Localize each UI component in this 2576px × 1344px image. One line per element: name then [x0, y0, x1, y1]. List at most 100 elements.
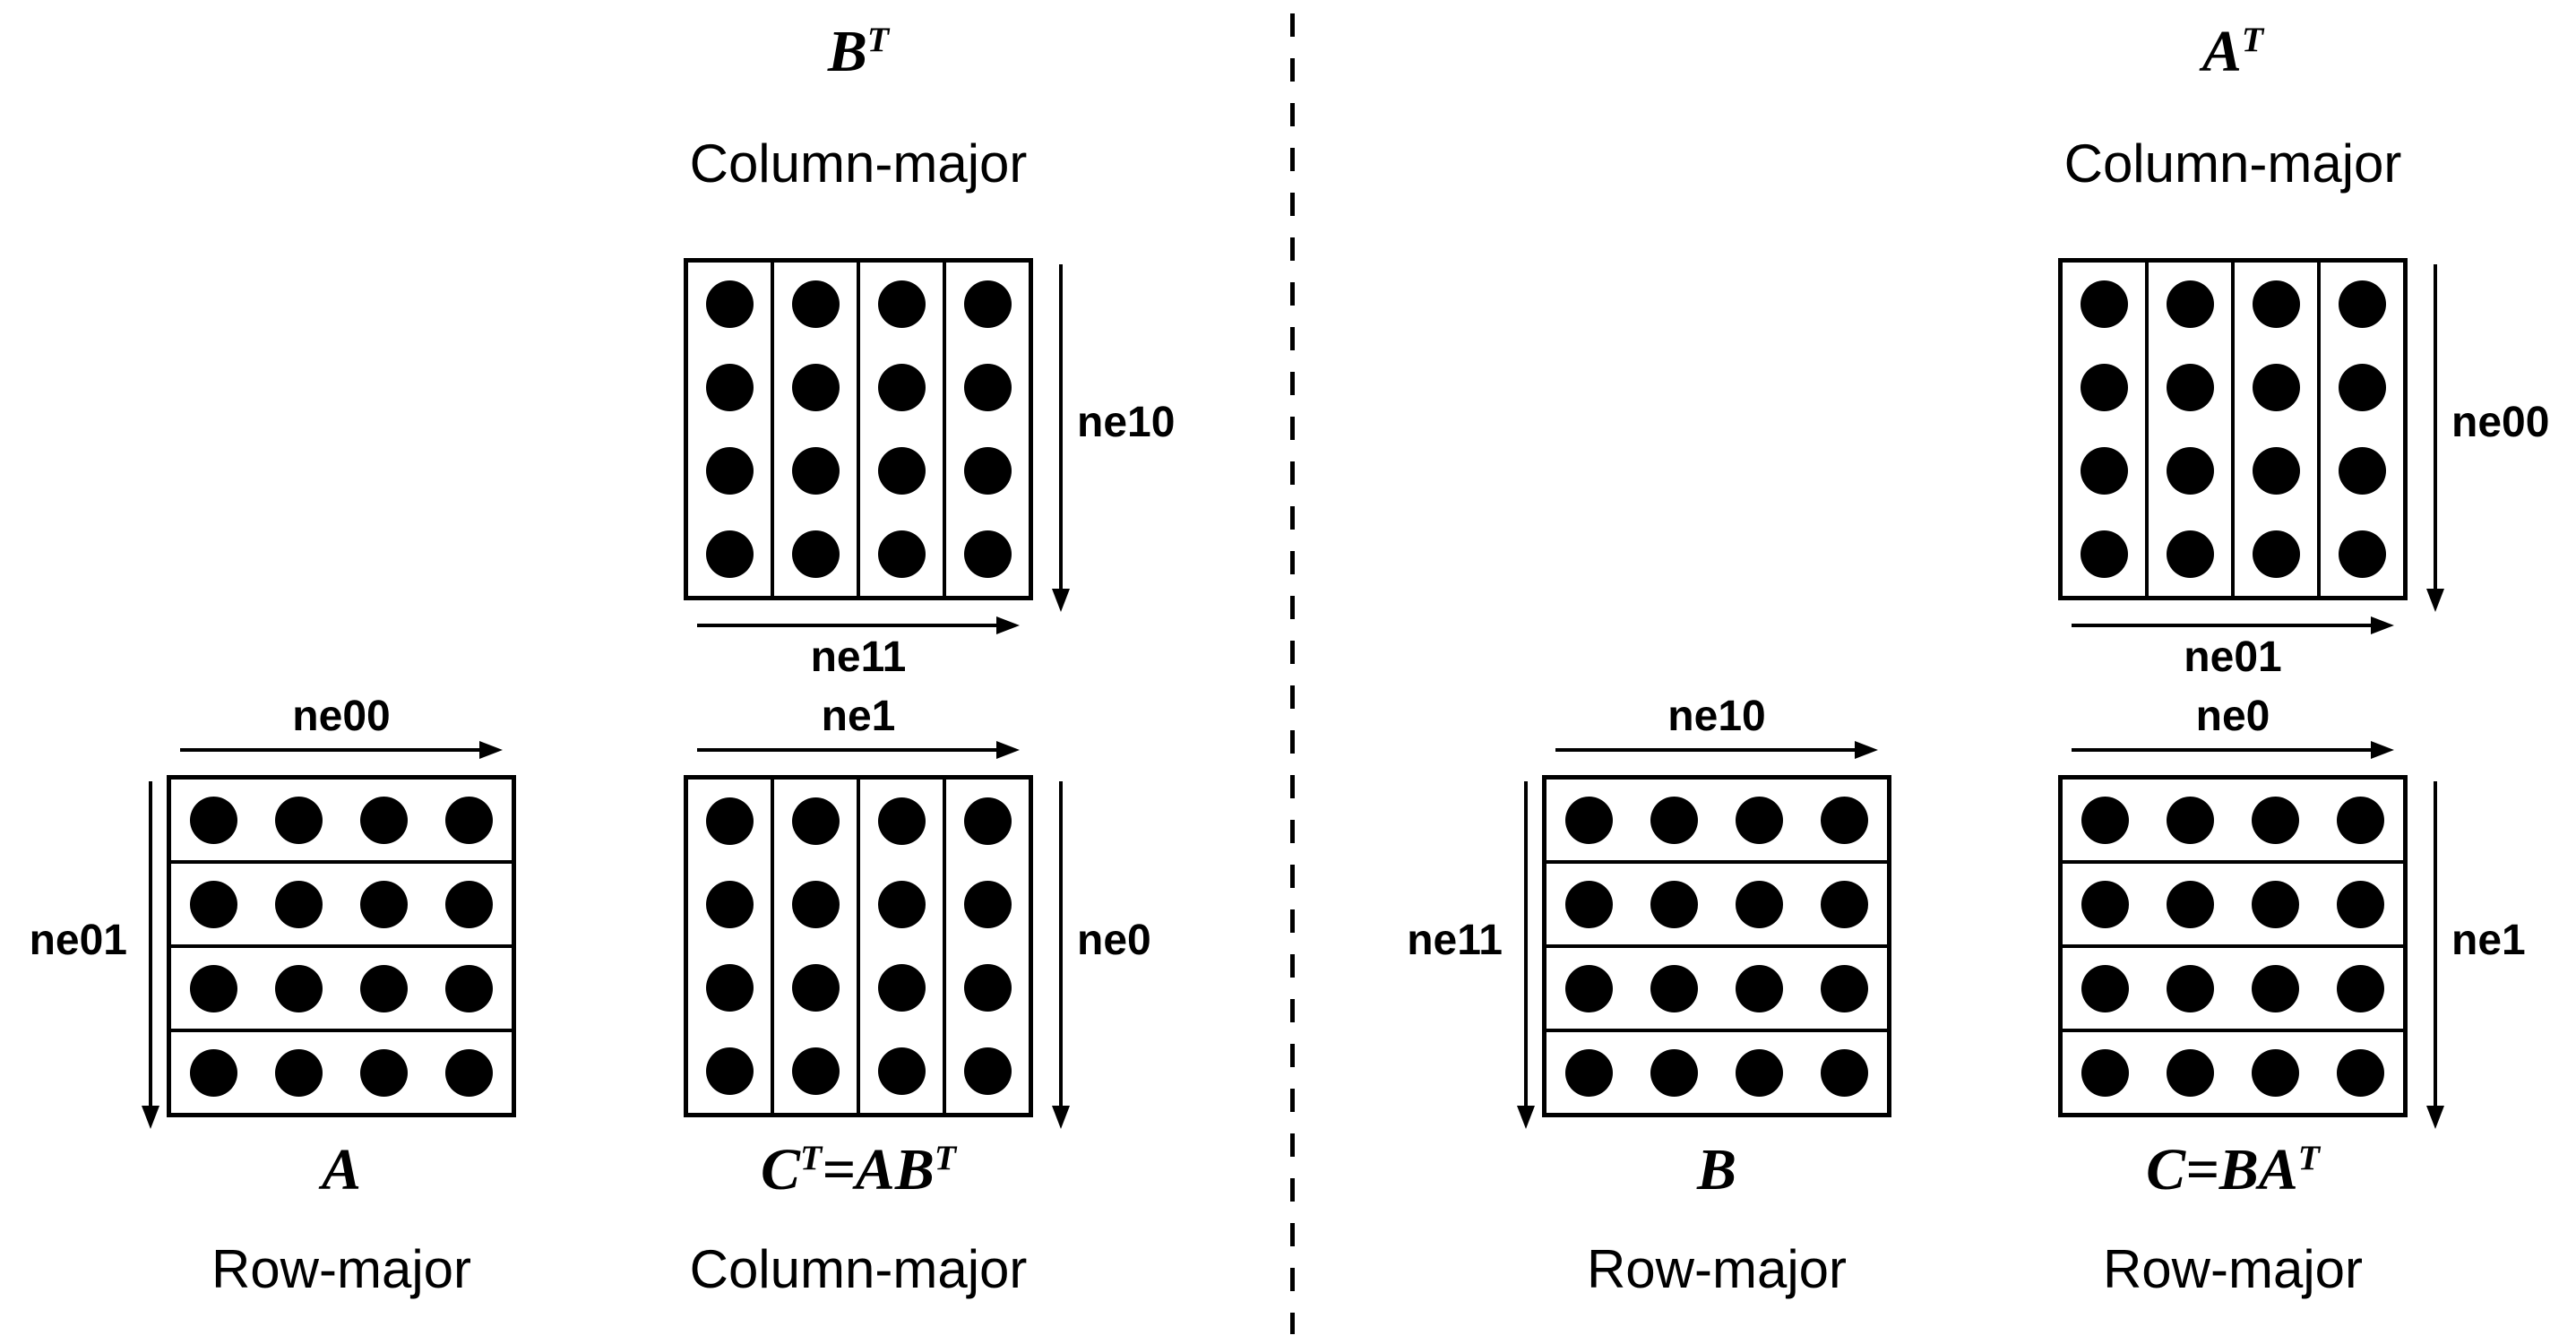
- matrix-element-dot: [2252, 796, 2299, 844]
- matrix-column: [774, 780, 860, 1113]
- matrix-a-title: A: [167, 1137, 516, 1203]
- matrix-element-dot: [2252, 280, 2300, 328]
- matrix-bt: [684, 258, 1033, 600]
- matrix-column: [2149, 263, 2235, 596]
- matrix-element-dot: [2166, 447, 2214, 495]
- matrix-element-dot: [2080, 280, 2128, 328]
- matrix-a-layout-label: Row-major: [211, 1239, 472, 1299]
- matrix-element-dot: [1736, 1048, 1783, 1097]
- right-arrow-icon: [180, 741, 503, 759]
- center-divider: [1290, 13, 1295, 1334]
- axis-label-a-top: ne00: [292, 693, 391, 740]
- matrix-row: [1546, 864, 1887, 948]
- matrix-element-dot: [360, 880, 408, 928]
- matrix-column: [860, 263, 946, 596]
- matrix-element-dot: [877, 881, 926, 928]
- matrix-column: [688, 780, 774, 1113]
- matrix-element-dot: [877, 447, 926, 495]
- matrix-row: [2063, 864, 2403, 948]
- matrix-row: [2063, 780, 2403, 864]
- axis-label-at-right: ne00: [2451, 399, 2550, 446]
- matrix-element-dot: [445, 796, 493, 844]
- matrix-element-dot: [2338, 447, 2386, 495]
- matrix-element-dot: [963, 280, 1012, 328]
- axis-label-b-left: ne11: [1407, 917, 1503, 964]
- matrix-column: [860, 780, 946, 1113]
- matrix-b: [1542, 775, 1891, 1117]
- matrix-element-dot: [705, 280, 754, 328]
- matrix-element-dot: [877, 964, 926, 1012]
- matrix-element-dot: [2166, 530, 2214, 578]
- matrix-element-dot: [2252, 964, 2299, 1012]
- matrix-element-dot: [2337, 964, 2384, 1012]
- matrix-element-dot: [963, 881, 1012, 928]
- down-arrow-icon: [1052, 781, 1070, 1129]
- matrix-column: [2321, 263, 2403, 596]
- matrix-bt-title-main: B: [827, 19, 867, 84]
- axis-label-b-top: ne10: [1667, 693, 1766, 740]
- matrix-element-dot: [963, 364, 1012, 411]
- matrix-b-layout-label: Row-major: [1586, 1239, 1848, 1299]
- matrix-c-title: C=BAT: [2013, 1137, 2452, 1203]
- matrix-column: [774, 263, 860, 596]
- matrix-element-dot: [705, 797, 754, 845]
- matrix-row: [171, 1032, 512, 1113]
- matrix-element-dot: [2081, 964, 2129, 1012]
- matrix-element-dot: [275, 1048, 323, 1097]
- matrix-at-title: AT: [2058, 19, 2408, 85]
- matrix-element-dot: [2252, 364, 2300, 411]
- right-arrow-icon: [1555, 741, 1878, 759]
- matrix-element-dot: [963, 964, 1012, 1012]
- matrix-element-dot: [190, 880, 237, 928]
- matrix-element-dot: [2166, 280, 2214, 328]
- matrix-bt-layout-label: Column-major: [689, 134, 1028, 194]
- matrix-element-dot: [791, 447, 840, 495]
- matrix-element-dot: [2167, 796, 2214, 844]
- matrix-element-dot: [2252, 1048, 2299, 1097]
- matrix-element-dot: [877, 280, 926, 328]
- matrix-element-dot: [2167, 880, 2214, 928]
- matrix-b-title: B: [1542, 1137, 1891, 1203]
- matrix-ct: [684, 775, 1033, 1117]
- matrix-element-dot: [1736, 964, 1783, 1012]
- matrix-row: [2063, 948, 2403, 1032]
- matrix-element-dot: [877, 797, 926, 845]
- axis-label-c-top: ne0: [2195, 693, 2270, 740]
- matrix-element-dot: [2080, 530, 2128, 578]
- matrix-element-dot: [705, 881, 754, 928]
- matrix-element-dot: [877, 364, 926, 411]
- matrix-element-dot: [963, 530, 1012, 578]
- matrix-element-dot: [445, 964, 493, 1012]
- matrix-element-dot: [963, 1047, 1012, 1095]
- matrix-element-dot: [360, 1048, 408, 1097]
- matrix-column: [946, 780, 1029, 1113]
- matrix-element-dot: [705, 530, 754, 578]
- matrix-row: [2063, 1032, 2403, 1113]
- down-arrow-icon: [2426, 264, 2444, 612]
- matrix-element-dot: [190, 1048, 237, 1097]
- matrix-element-dot: [877, 1047, 926, 1095]
- axis-label-at-bottom: ne01: [2184, 633, 2282, 681]
- matrix-element-dot: [445, 880, 493, 928]
- matrix-element-dot: [2081, 1048, 2129, 1097]
- matrix-element-dot: [791, 964, 840, 1012]
- matrix-element-dot: [791, 364, 840, 411]
- matrix-element-dot: [705, 1047, 754, 1095]
- matrix-element-dot: [2080, 447, 2128, 495]
- matrix-element-dot: [1650, 1048, 1698, 1097]
- matrix-element-dot: [791, 881, 840, 928]
- matrix-element-dot: [1565, 1048, 1613, 1097]
- right-arrow-icon: [2072, 741, 2394, 759]
- matrix-element-dot: [2252, 447, 2300, 495]
- matrix-element-dot: [1565, 880, 1613, 928]
- matrix-column: [2235, 263, 2321, 596]
- matrix-element-dot: [963, 447, 1012, 495]
- axis-label-a-left: ne01: [29, 917, 127, 964]
- matrix-element-dot: [1650, 964, 1698, 1012]
- axis-label-bt-right: ne10: [1077, 399, 1176, 446]
- matrix-row: [1546, 948, 1887, 1032]
- matrix-element-dot: [360, 964, 408, 1012]
- matrix-element-dot: [2338, 530, 2386, 578]
- matrix-element-dot: [190, 964, 237, 1012]
- matrix-c-title-p1: C=BA: [2146, 1137, 2298, 1202]
